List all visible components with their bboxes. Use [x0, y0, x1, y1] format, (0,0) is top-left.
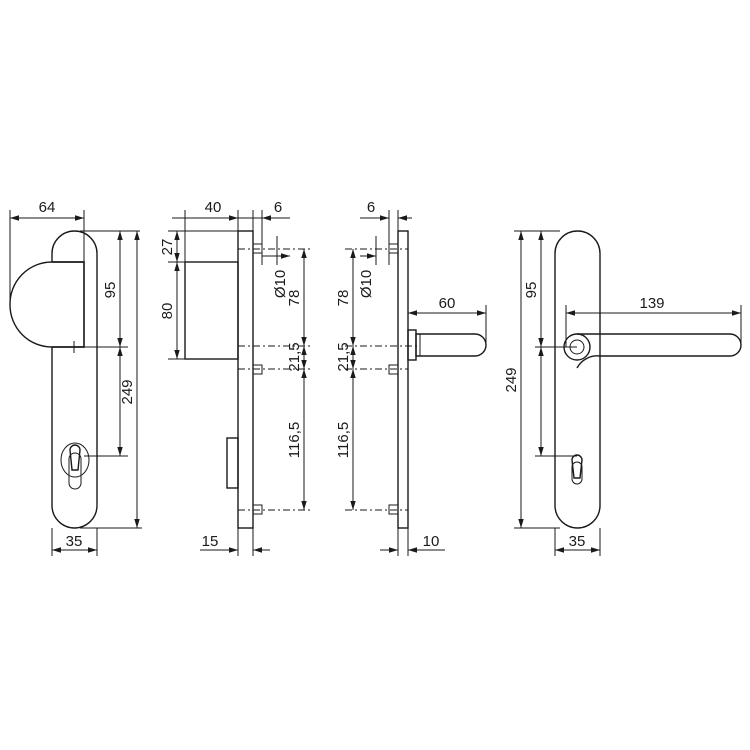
dim-upper-spacing: 78	[286, 290, 303, 307]
dim-hole-diameter-lever: Ø10	[358, 270, 375, 298]
dim-mid-spacing-lever: 21,5	[335, 342, 352, 371]
side-lever-plate	[397, 230, 409, 529]
dim-plate-thickness: 6	[274, 199, 282, 216]
dim-bottom-offset-lever: 10	[423, 533, 440, 550]
dim-upper-spacing-lever: 78	[335, 290, 352, 307]
dim-lower-spacing-lever: 116,5	[335, 422, 352, 458]
dim-width-bottom-lever: 35	[569, 533, 586, 550]
knob-dome	[9, 261, 85, 348]
dim-to-cylinder-lever: 95	[523, 282, 540, 299]
dim-knob-top: 27	[159, 239, 176, 256]
front-knob-view: 64 95 249 35	[9, 199, 142, 556]
dim-plate-thickness-lever: 6	[367, 199, 375, 216]
cylinder-hole-lever	[571, 454, 583, 479]
cylinder-hole	[69, 444, 81, 471]
dim-lever-length: 139	[639, 295, 664, 312]
side-lever-view: 6 Ø10 78 21,5 116,5 60 10	[335, 199, 487, 556]
dim-lower-spacing: 116,5	[286, 422, 303, 458]
dim-to-cylinder: 95	[102, 282, 119, 299]
dim-knob-height: 80	[159, 303, 176, 320]
dim-mid-spacing: 21,5	[286, 342, 303, 371]
dim-width-bottom: 35	[66, 533, 83, 550]
front-knob-plate	[51, 230, 98, 529]
dim-total-height: 249	[119, 379, 136, 404]
dim-total-height-lever: 249	[503, 367, 520, 392]
side-knob-plate	[237, 230, 254, 529]
dim-bottom-offset: 15	[202, 533, 219, 550]
dim-lever-projection: 60	[439, 295, 456, 312]
front-lever-view: 249 95 139 35	[503, 230, 742, 556]
knob-block	[184, 261, 239, 360]
lever-arm	[576, 333, 742, 369]
lever-side	[407, 329, 417, 361]
front-lever-plate	[554, 230, 601, 529]
side-knob-view: 40 6 27 80 15 Ø10 78 21,5 116,5	[159, 199, 310, 556]
dim-knob-depth: 40	[205, 199, 222, 216]
dim-width-top: 64	[39, 199, 56, 216]
dim-hole-diameter: Ø10	[272, 270, 289, 298]
